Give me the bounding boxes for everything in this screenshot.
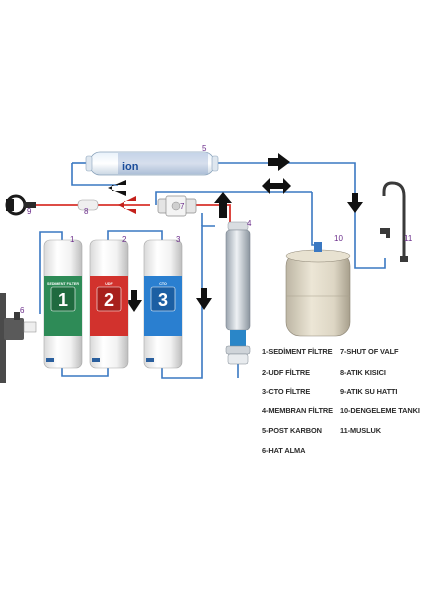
legend-item: 9-ATIK SU HATTI — [340, 387, 398, 396]
legend-item: 3-CTO FİLTRE — [262, 387, 311, 396]
legend-item: 4-MEMBRAN FİLTRE — [262, 406, 333, 415]
filter-1-caption: SEDIMENT FILTER — [47, 282, 79, 286]
legend-item: 8-ATIK KISICI — [340, 368, 386, 377]
cto-filter-3: CTO 3 — [143, 239, 183, 369]
legend-item: 2-UDF FİLTRE — [262, 368, 310, 377]
arrow-up-icon — [214, 192, 232, 218]
filter-2-digit: 2 — [104, 290, 114, 310]
membrane-housing — [225, 221, 251, 365]
callout-1: 1 — [70, 235, 75, 244]
legend-item: 11-MUSLUK — [340, 426, 381, 435]
shut-off-valve — [157, 195, 197, 217]
arrow-down-icon — [347, 193, 363, 213]
callout-8: 8 — [84, 207, 89, 216]
blue-tubing — [39, 162, 386, 379]
filter-3-caption: CTO — [159, 282, 167, 286]
legend-item: 10-DENGELEME TANKI — [340, 406, 420, 415]
callout-5: 5 — [202, 144, 207, 153]
flow-arrows — [108, 153, 363, 312]
callout-10: 10 — [334, 234, 343, 243]
callout-numbers: 1 2 3 4 5 6 7 8 9 10 11 — [20, 144, 413, 315]
filter-3-digit: 3 — [158, 290, 168, 310]
callout-9: 9 — [27, 207, 32, 216]
callout-11: 11 — [404, 234, 413, 243]
arrow-left-red-icon — [118, 196, 136, 214]
storage-tank — [285, 242, 351, 337]
post-carbon-filter: ion — [85, 151, 219, 176]
feed-valve — [0, 293, 37, 383]
arrow-down-icon — [196, 288, 212, 310]
arrow-right-icon — [268, 153, 290, 171]
sediment-filter-1: SEDIMENT FILTER 1 — [43, 239, 83, 369]
arrow-left-icon — [108, 180, 126, 196]
legend-item: 6-HAT ALMA — [262, 446, 306, 455]
legend-item: 5-POST KARBON — [262, 426, 322, 435]
drain-saddle — [5, 194, 36, 216]
arrow-double-icon — [262, 178, 291, 194]
waste-restrictor — [77, 199, 99, 211]
arrow-down-icon — [126, 290, 142, 312]
faucet — [380, 181, 408, 262]
post-carbon-brand: ion — [122, 161, 139, 173]
udf-filter-2: UDF 2 — [89, 239, 129, 369]
filter-2-caption: UDF — [105, 282, 113, 286]
legend-item: 7-SHUT OF VALF — [340, 347, 399, 356]
legend-item: 1-SEDİMENT FİLTRE — [262, 347, 333, 356]
callout-2: 2 — [122, 235, 127, 244]
callout-7: 7 — [180, 202, 185, 211]
filter-1-digit: 1 — [58, 290, 68, 310]
callout-4: 4 — [247, 219, 252, 228]
callout-3: 3 — [176, 235, 181, 244]
callout-6: 6 — [20, 306, 25, 315]
